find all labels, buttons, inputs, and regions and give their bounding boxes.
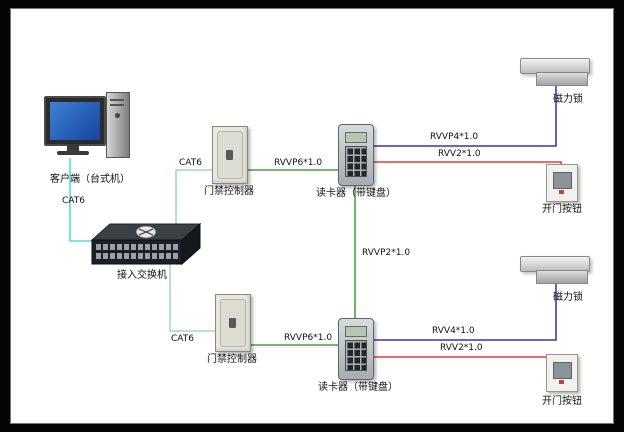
reader1-label: 读卡器（带键盘） [316, 188, 396, 199]
cable-label-reader2-lock2: RVV4*1.0 [432, 326, 475, 336]
monitor-stand-base [57, 151, 89, 155]
reader-display [345, 132, 367, 143]
exit-button-pad [553, 172, 572, 189]
exit-button-indicator [559, 380, 564, 384]
reader-display [345, 326, 367, 337]
monitor-screen [50, 102, 100, 140]
card-reader-1 [338, 124, 374, 186]
client-monitor [44, 96, 106, 146]
reader-keypad [345, 340, 367, 371]
controller-keyhole [226, 150, 233, 160]
card-reader-2 [338, 318, 374, 380]
tower-drive-slot [110, 99, 124, 101]
exit-button-1 [546, 164, 578, 202]
controller-panel [220, 299, 246, 347]
cable-label-reader2-button2: RVV2*1.0 [440, 343, 483, 353]
lock2-label: 磁力锁 [553, 292, 583, 303]
exit-button-pad [553, 362, 572, 379]
monitor-stand [67, 144, 79, 151]
button1-label: 开门按钮 [542, 204, 582, 215]
door-controller-1 [212, 126, 248, 184]
lock1-label: 磁力锁 [553, 94, 583, 105]
client-label: 客户端（台式机） [50, 174, 130, 185]
switch-label: 接入交换机 [117, 270, 167, 281]
cable-label-reader1-button1: RVV2*1.0 [438, 149, 481, 159]
reader-keypad [345, 146, 367, 177]
tower-drive-slot [110, 104, 124, 106]
magnetic-lock-1-armature [536, 72, 588, 86]
cable-label-controller1-reader1: RVVP6*1.0 [274, 158, 323, 168]
tower-power-button [115, 113, 120, 118]
cable-label-switch-controller2: CAT6 [171, 334, 194, 344]
controller-panel [217, 131, 243, 179]
magnetic-lock-2-armature [536, 270, 588, 284]
cable-label-reader1-reader2: RVVP2*1.0 [362, 248, 411, 258]
controller1-label: 门禁控制器 [204, 186, 254, 197]
reader2-label: 读卡器（带键盘） [318, 382, 398, 393]
controller2-label: 门禁控制器 [207, 354, 257, 365]
cable-label-reader1-lock1: RVVP4*1.0 [430, 132, 479, 142]
cable-label-switch-controller1: CAT6 [179, 158, 202, 168]
exit-button-2 [546, 354, 578, 392]
exit-button-indicator [559, 190, 564, 194]
cable-label-controller2-reader2: RVVP6*1.0 [284, 333, 333, 343]
client-tower [106, 92, 130, 158]
cable-label-client-switch: CAT6 [62, 196, 85, 206]
door-controller-2 [215, 294, 251, 352]
controller-keyhole [229, 318, 236, 328]
diagram-canvas [10, 8, 614, 424]
button2-label: 开门按钮 [542, 396, 582, 407]
